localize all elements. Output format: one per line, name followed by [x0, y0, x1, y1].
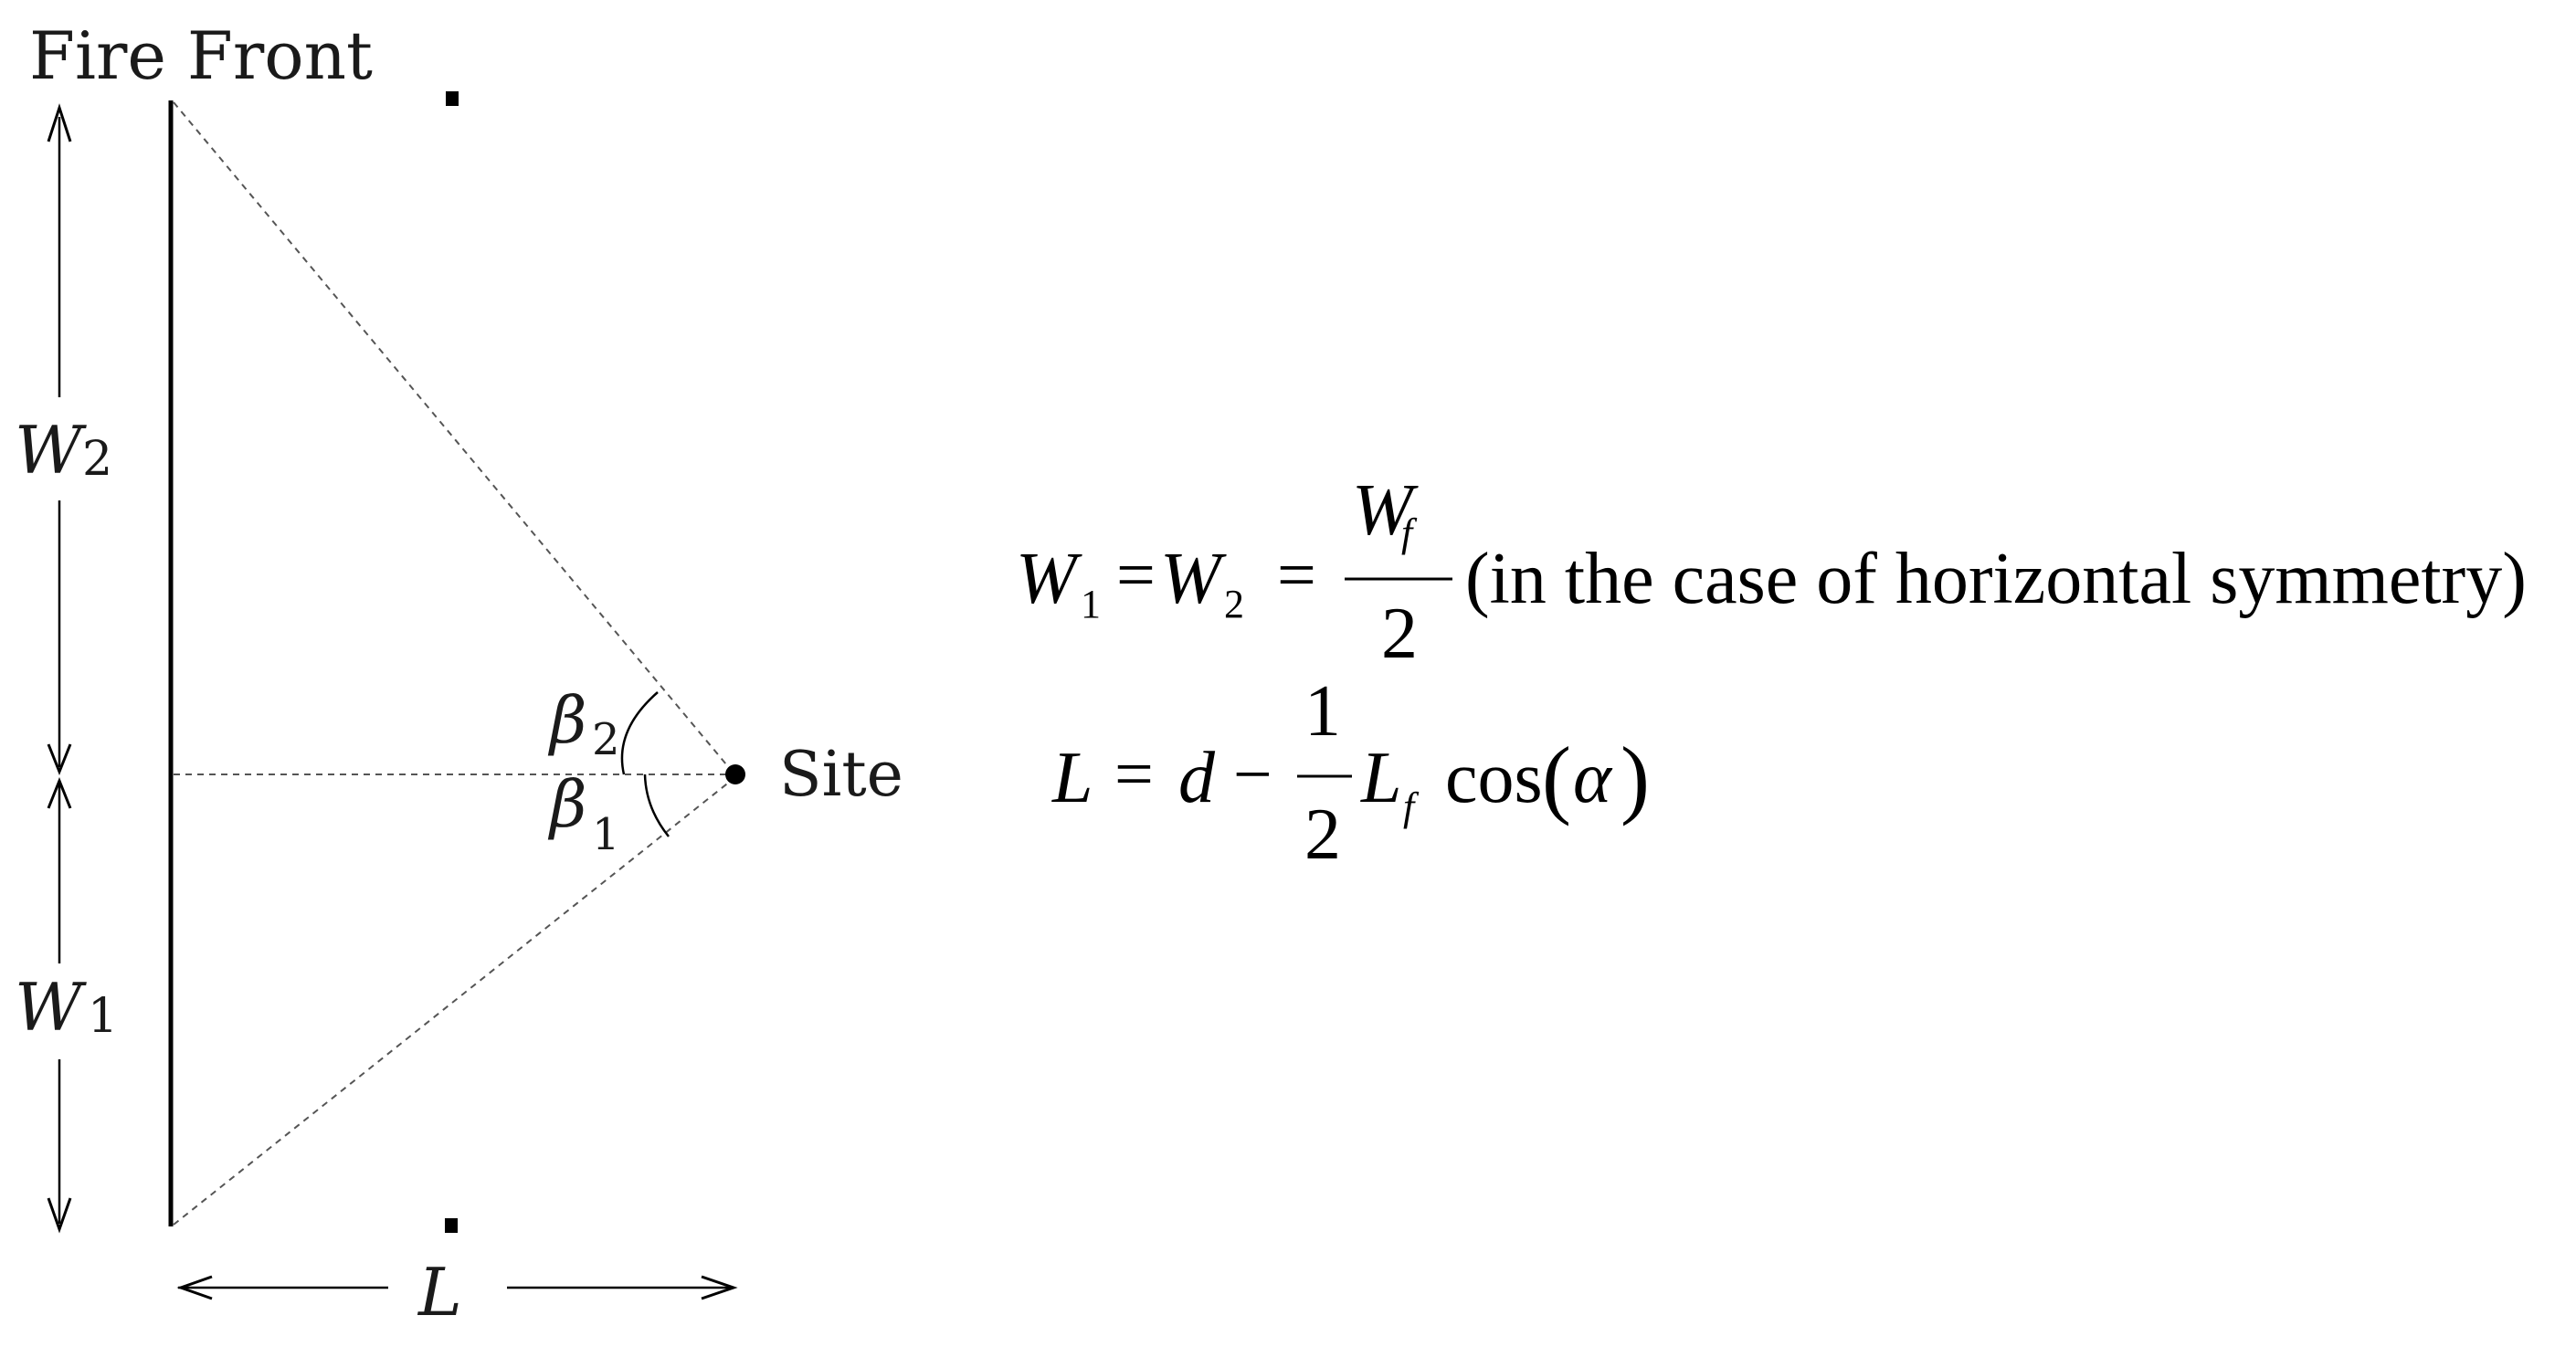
- eq2-lf-subscript: f: [1403, 784, 1420, 829]
- w2-label: W: [15, 412, 87, 489]
- w1-arrowhead-bottom: [47, 1197, 72, 1234]
- eq2-lhs: L: [1051, 738, 1093, 818]
- eq1-w2: W: [1160, 539, 1227, 619]
- eq1-denominator: 2: [1381, 594, 1418, 674]
- site-label: Site: [779, 739, 903, 811]
- eq1-w2-subscript: 2: [1224, 582, 1244, 626]
- beta2-subscript: 2: [592, 714, 620, 765]
- beta2-arc: [620, 691, 659, 775]
- w2-arrowhead-bottom: [47, 743, 72, 776]
- eq2-cos: cos: [1445, 738, 1543, 818]
- eq2-minus: −: [1233, 736, 1272, 813]
- eq1-equals-1: =: [1116, 537, 1156, 614]
- eq1-note: (in the case of horizontal symmetry): [1465, 539, 2527, 619]
- w1-arrowhead-top: [47, 776, 72, 809]
- eq2-open-paren: (: [1542, 729, 1571, 826]
- eq2-numerator: 1: [1304, 671, 1341, 752]
- l-label: L: [417, 1254, 462, 1331]
- lower-sight-line: [173, 780, 732, 1226]
- eq1-w1: W: [1016, 539, 1082, 619]
- eq1-w1-subscript: 1: [1081, 582, 1101, 626]
- beta1-subscript: 1: [592, 809, 620, 860]
- eq1-equals-2: =: [1277, 537, 1316, 614]
- l-arrowhead-left: [176, 1275, 213, 1300]
- site-point: [725, 764, 745, 784]
- top-marker: [446, 91, 459, 106]
- eq2-close-paren: ): [1621, 729, 1650, 826]
- w2-subscript: 2: [82, 432, 112, 487]
- w2-arrowhead-top: [47, 103, 72, 142]
- w1-subscript: 1: [88, 989, 118, 1044]
- w1-label: W: [15, 969, 87, 1046]
- beta1-arc: [643, 773, 670, 837]
- eq2-d: d: [1178, 738, 1216, 818]
- equation-2: L = d − 1 2 L f cos ( α ): [1051, 671, 1650, 875]
- eq2-alpha: α: [1573, 738, 1613, 818]
- beta1-label: β: [547, 767, 586, 842]
- fire-front-label: Fire Front: [29, 17, 373, 94]
- eq1-numerator-subscript: f: [1401, 510, 1418, 555]
- eq2-lf: L: [1360, 738, 1402, 818]
- equation-1: W 1 = W 2 = W f 2 (in the case of horizo…: [1016, 470, 2527, 674]
- eq2-equals: =: [1114, 736, 1154, 813]
- bottom-marker: [445, 1218, 458, 1233]
- eq2-denominator: 2: [1304, 795, 1341, 875]
- beta2-label: β: [547, 683, 586, 758]
- eq1-numerator: W: [1352, 470, 1419, 551]
- upper-sight-line: [173, 101, 732, 771]
- l-arrowhead-right: [701, 1275, 738, 1300]
